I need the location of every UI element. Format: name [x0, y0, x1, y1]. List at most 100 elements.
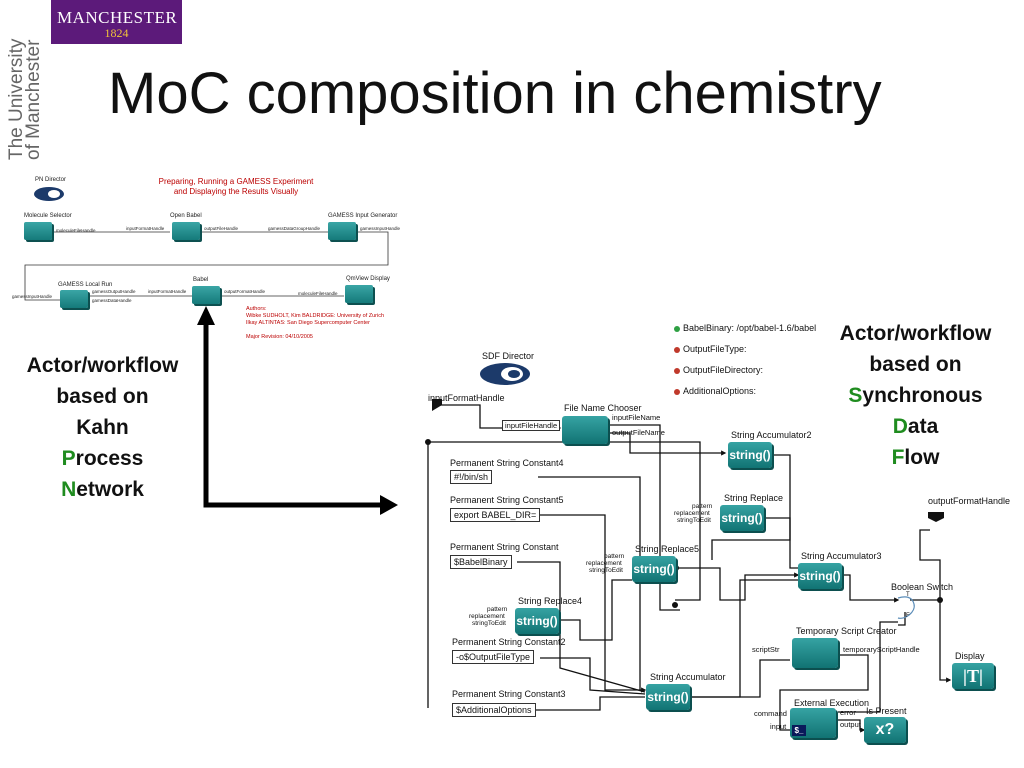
psc4-value[interactable]: #!/bin/sh [450, 470, 493, 484]
fnc-port-label: inputFileName [612, 413, 661, 422]
pn-director-icon [34, 187, 64, 201]
pn-port-label: gamessDataGroupHandle [268, 226, 321, 231]
parameter-text: OutputFileDirectory: [683, 365, 764, 375]
pn-babel-actor[interactable] [192, 286, 220, 304]
pn-authors-title: Authors: [246, 306, 267, 312]
parameter-item[interactable]: OutputFileDirectory: [674, 365, 816, 375]
string-replace4-label: String Replace4 [518, 596, 583, 606]
string-replace5-actor[interactable]: string() [632, 556, 676, 582]
logo-line2: 1824 [104, 26, 129, 40]
temporary-script-creator-label: Temporary Script Creator [796, 626, 897, 636]
pn-molecule-selector-actor[interactable] [24, 222, 52, 240]
psc5-label: Permanent String Constant5 [450, 495, 564, 505]
string-replace-actor[interactable]: string() [720, 505, 764, 531]
string-accumulator-actor[interactable]: string() [646, 684, 690, 710]
file-name-chooser-actor[interactable] [562, 416, 608, 444]
pn-open-babel-actor[interactable] [172, 222, 200, 240]
parameter-item[interactable]: AdditionalOptions: [674, 386, 816, 396]
pn-authors-line1: Wibke SUDHOLT, Kim BALDRIDGE: University… [246, 313, 385, 319]
port-label: stringToEdit [677, 517, 711, 524]
right-label-initial-d: D [892, 415, 908, 438]
external-execution-label: External Execution [794, 698, 870, 708]
pn-authors-line2: Ilkay ALTINTAS: San Diego Supercomputer … [246, 320, 370, 326]
port-label: output [840, 720, 861, 729]
terminal-icon: $_ [792, 725, 806, 736]
left-label-line5: Network [10, 474, 195, 505]
string-accumulator2-label: String Accumulator2 [731, 430, 812, 440]
string-accumulator3-actor[interactable]: string() [798, 563, 842, 589]
right-label-line4: Data [818, 411, 1013, 442]
pn-port-label: gamessInputHandle [360, 226, 401, 231]
university-logo: MANCHESTER 1824 [51, 0, 182, 44]
port-label: replacement [586, 560, 622, 567]
parameter-item[interactable]: BabelBinary: /opt/babel-1.6/babel [674, 323, 816, 333]
pn-qmview-display-label: QmView Display [346, 276, 390, 282]
pn-babel-label: Babel [193, 277, 209, 283]
switch-port-t: T [906, 592, 910, 598]
is-present-actor[interactable]: x? [864, 717, 906, 743]
pn-molecule-selector-label: Molecule Selector [24, 213, 72, 219]
pn-gamess-local-run-label: GAMESS Local Run [58, 282, 113, 288]
left-label-line4: Process [10, 443, 195, 474]
right-label-line5: Flow [818, 442, 1013, 473]
right-label-initial-f: F [891, 446, 905, 469]
pn-qmview-display-actor[interactable] [345, 285, 373, 303]
pn-port-label: gamessDataHandle [92, 298, 132, 303]
left-label: Actor/workflow based on Kahn Process Net… [10, 350, 195, 505]
parameter-item[interactable]: OutputFileType: [674, 344, 816, 354]
psc4-label: Permanent String Constant4 [450, 458, 564, 468]
psc2-value[interactable]: -o$OutputFileType [452, 650, 535, 664]
pn-gamess-input-generator-actor[interactable] [328, 222, 356, 240]
output-format-handle-label: outputFormatHandle [928, 496, 1011, 506]
boolean-switch-label: Boolean Switch [891, 582, 954, 592]
pn-title-line1: Preparing, Running a GAMESS Experiment [158, 177, 314, 186]
port-label: stringToEdit [589, 567, 623, 574]
slide-title: MoC composition in chemistry [108, 61, 882, 126]
pn-gamess-input-generator-label: GAMESS Input Generator [328, 213, 398, 219]
pn-port-label: moleculeFileHandle [298, 291, 338, 296]
port-label: pattern [487, 606, 508, 613]
pn-port-label: outputFileHandle [204, 226, 239, 231]
string-accumulator-label: String Accumulator [650, 672, 726, 682]
psc5-value[interactable]: export BABEL_DIR= [450, 508, 541, 522]
string-accumulator3-label: String Accumulator3 [801, 551, 882, 561]
temporary-script-creator-actor[interactable] [792, 638, 838, 668]
logo-line1: MANCHESTER [57, 8, 178, 27]
string-accumulator2-actor[interactable]: string() [728, 442, 772, 468]
display-actor[interactable]: |T| [952, 663, 994, 689]
switch-port-f: F [906, 613, 910, 619]
left-label-rest: rocess [75, 447, 144, 470]
left-label-line1: Actor/workflow [26, 354, 179, 377]
fnc-port-label: outputFileName [612, 428, 665, 437]
string-replace-label: String Replace [724, 493, 784, 503]
sdf-director-label: SDF Director [482, 351, 535, 361]
file-name-chooser-label: File Name Chooser [564, 403, 642, 413]
port-label: stringToEdit [472, 620, 506, 627]
pn-port-label: moleculeFileHandle [56, 228, 96, 233]
right-label-initial-s: S [848, 384, 863, 407]
pn-gamess-local-run-actor[interactable] [60, 290, 88, 308]
right-label: Actor/workflow based on Synchronous Data… [818, 318, 1013, 473]
left-label-line3: Kahn [76, 416, 129, 439]
pn-open-babel-label: Open Babel [170, 213, 202, 219]
psc3-label: Permanent String Constant3 [452, 689, 566, 699]
right-label-line2: based on [869, 353, 962, 376]
display-label: Display [955, 651, 985, 661]
external-execution-actor[interactable]: $_ [790, 708, 836, 738]
fnc-port-label: inputFileHandle [502, 420, 561, 431]
pn-port-label: gamessOutputHandle [92, 289, 136, 294]
port-label: error [840, 708, 856, 717]
psc3-value[interactable]: $AdditionalOptions [452, 703, 536, 717]
left-label-rest: etwork [76, 478, 144, 501]
pn-port-label: inputFormatHandle [148, 289, 187, 294]
string-replace4-actor[interactable]: string() [515, 608, 559, 634]
pn-port-label: inputFormatHandle [126, 226, 165, 231]
left-label-initial-n: N [61, 478, 77, 501]
psc-label: Permanent String Constant [450, 542, 559, 552]
port-label: pattern [604, 553, 625, 560]
psc-value[interactable]: $BabelBinary [450, 555, 512, 569]
is-present-label: Is Present [866, 706, 907, 716]
parameter-text: OutputFileType: [683, 344, 747, 354]
sdf-director-icon[interactable] [478, 361, 532, 387]
sdf-parameters: BabelBinary: /opt/babel-1.6/babel Output… [674, 323, 816, 396]
